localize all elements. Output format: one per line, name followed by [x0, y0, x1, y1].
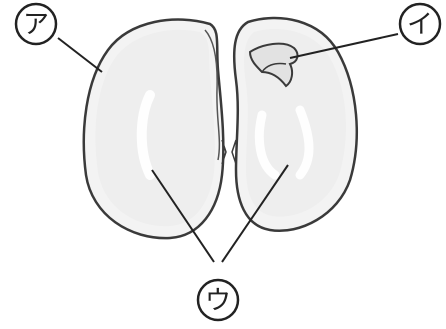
label-u-text: ウ [205, 286, 231, 316]
left-cotyledon [84, 20, 224, 239]
label-u: ウ [198, 280, 238, 320]
label-a: ア [16, 4, 56, 44]
label-i-text: イ [407, 10, 433, 40]
label-i: イ [400, 4, 440, 44]
leader-line-a [58, 38, 102, 72]
label-a-text: ア [23, 10, 49, 40]
right-cotyledon [234, 18, 357, 231]
